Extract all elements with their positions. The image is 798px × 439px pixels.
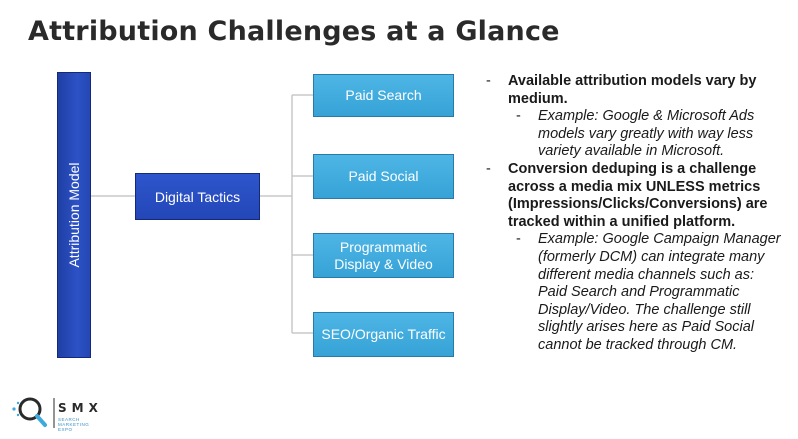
sub-bullet-item: - Example: Google Campaign Manager (form… (486, 231, 786, 354)
bullet-item: - Conversion deduping is a challenge acr… (486, 161, 786, 231)
bullet-item: - Available attribution models vary by m… (486, 73, 786, 108)
attribution-model-label: Attribution Model (66, 162, 82, 268)
bullet-text: Conversion deduping is a challenge acros… (508, 160, 768, 230)
channel-programmatic: Programmatic Display & Video (313, 233, 454, 278)
magnifier-icon (12, 397, 55, 428)
sub-bullet-dash: - (516, 108, 521, 125)
bullet-dash: - (486, 73, 491, 89)
smx-logo-tagline: SEARCH MARKETING EXPO (58, 417, 90, 432)
smx-logo-text: SMX (58, 401, 103, 415)
attribution-model-node: Attribution Model (57, 72, 91, 358)
channel-paid-search: Paid Search (313, 74, 454, 117)
sub-bullet-item: - Example: Google & Microsoft Ads models… (486, 108, 786, 161)
sub-bullet-text: Example: Google & Microsoft Ads models v… (538, 108, 755, 160)
bullet-dash: - (486, 160, 491, 177)
channel-seo-organic: SEO/Organic Traffic (313, 312, 454, 357)
bullet-text: Available attribution models vary by med… (508, 73, 757, 107)
digital-tactics-node: Digital Tactics (135, 173, 260, 220)
sub-bullet-text: Example: Google Campaign Manager (former… (538, 231, 781, 353)
bullet-list: - Available attribution models vary by m… (486, 73, 786, 355)
slide-title: Attribution Challenges at a Glance (28, 16, 560, 47)
sub-bullet-dash: - (516, 231, 521, 248)
channel-paid-social: Paid Social (313, 154, 454, 199)
